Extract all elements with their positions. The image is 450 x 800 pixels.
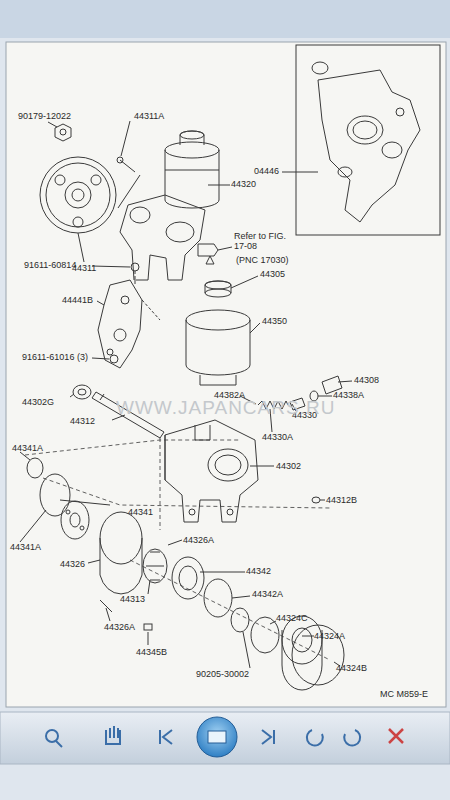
callout-number: 44302 — [276, 462, 301, 472]
callout-number: 44330A — [262, 433, 293, 443]
callout-number: 44326 — [60, 560, 85, 570]
callout-number: 44350 — [262, 317, 287, 327]
watermark: WWW.JAPANCARS.RU — [116, 398, 335, 419]
callout-number: 44341A — [10, 543, 41, 553]
callout-number: 44308 — [354, 376, 379, 386]
callout-number: 44324A — [314, 632, 345, 642]
callout-number: Refer to FIG. 17-08 — [234, 232, 294, 252]
callout-number: 44302G — [22, 398, 54, 408]
callout-number: 04446 — [254, 167, 279, 177]
callout-number: 44326A — [104, 623, 135, 633]
callout-number: 90179-12022 — [18, 112, 71, 122]
callout-number: 44312B — [326, 496, 357, 506]
callout-number: 44311A — [134, 112, 164, 122]
callout-number: 44324C — [276, 614, 308, 624]
callout-number: 44345B — [136, 648, 167, 658]
callout-number: 44324B — [336, 664, 367, 674]
callout-number: MC M859-E — [380, 690, 428, 700]
callout-number: 44342A — [252, 590, 283, 600]
callout-number: 44342 — [246, 567, 271, 577]
callout-number: 44313 — [120, 595, 145, 605]
callout-number: 44441B — [62, 296, 93, 306]
callout-number: 90205-30002 — [196, 670, 249, 680]
callout-number: 44341A — [12, 444, 43, 454]
callout-number: 44341 — [128, 508, 153, 518]
callout-number: 91611-60814 — [24, 261, 76, 271]
callout-number: 44320 — [231, 180, 256, 190]
callout-number: 44326A — [183, 536, 214, 546]
callout-number: 91611-61016 (3) — [22, 353, 88, 363]
callout-number: (PNC 17030) — [236, 256, 289, 266]
callout-number: 44312 — [70, 417, 95, 427]
callout-number: 44305 — [260, 270, 285, 280]
callout-number: 44338A — [333, 391, 364, 401]
